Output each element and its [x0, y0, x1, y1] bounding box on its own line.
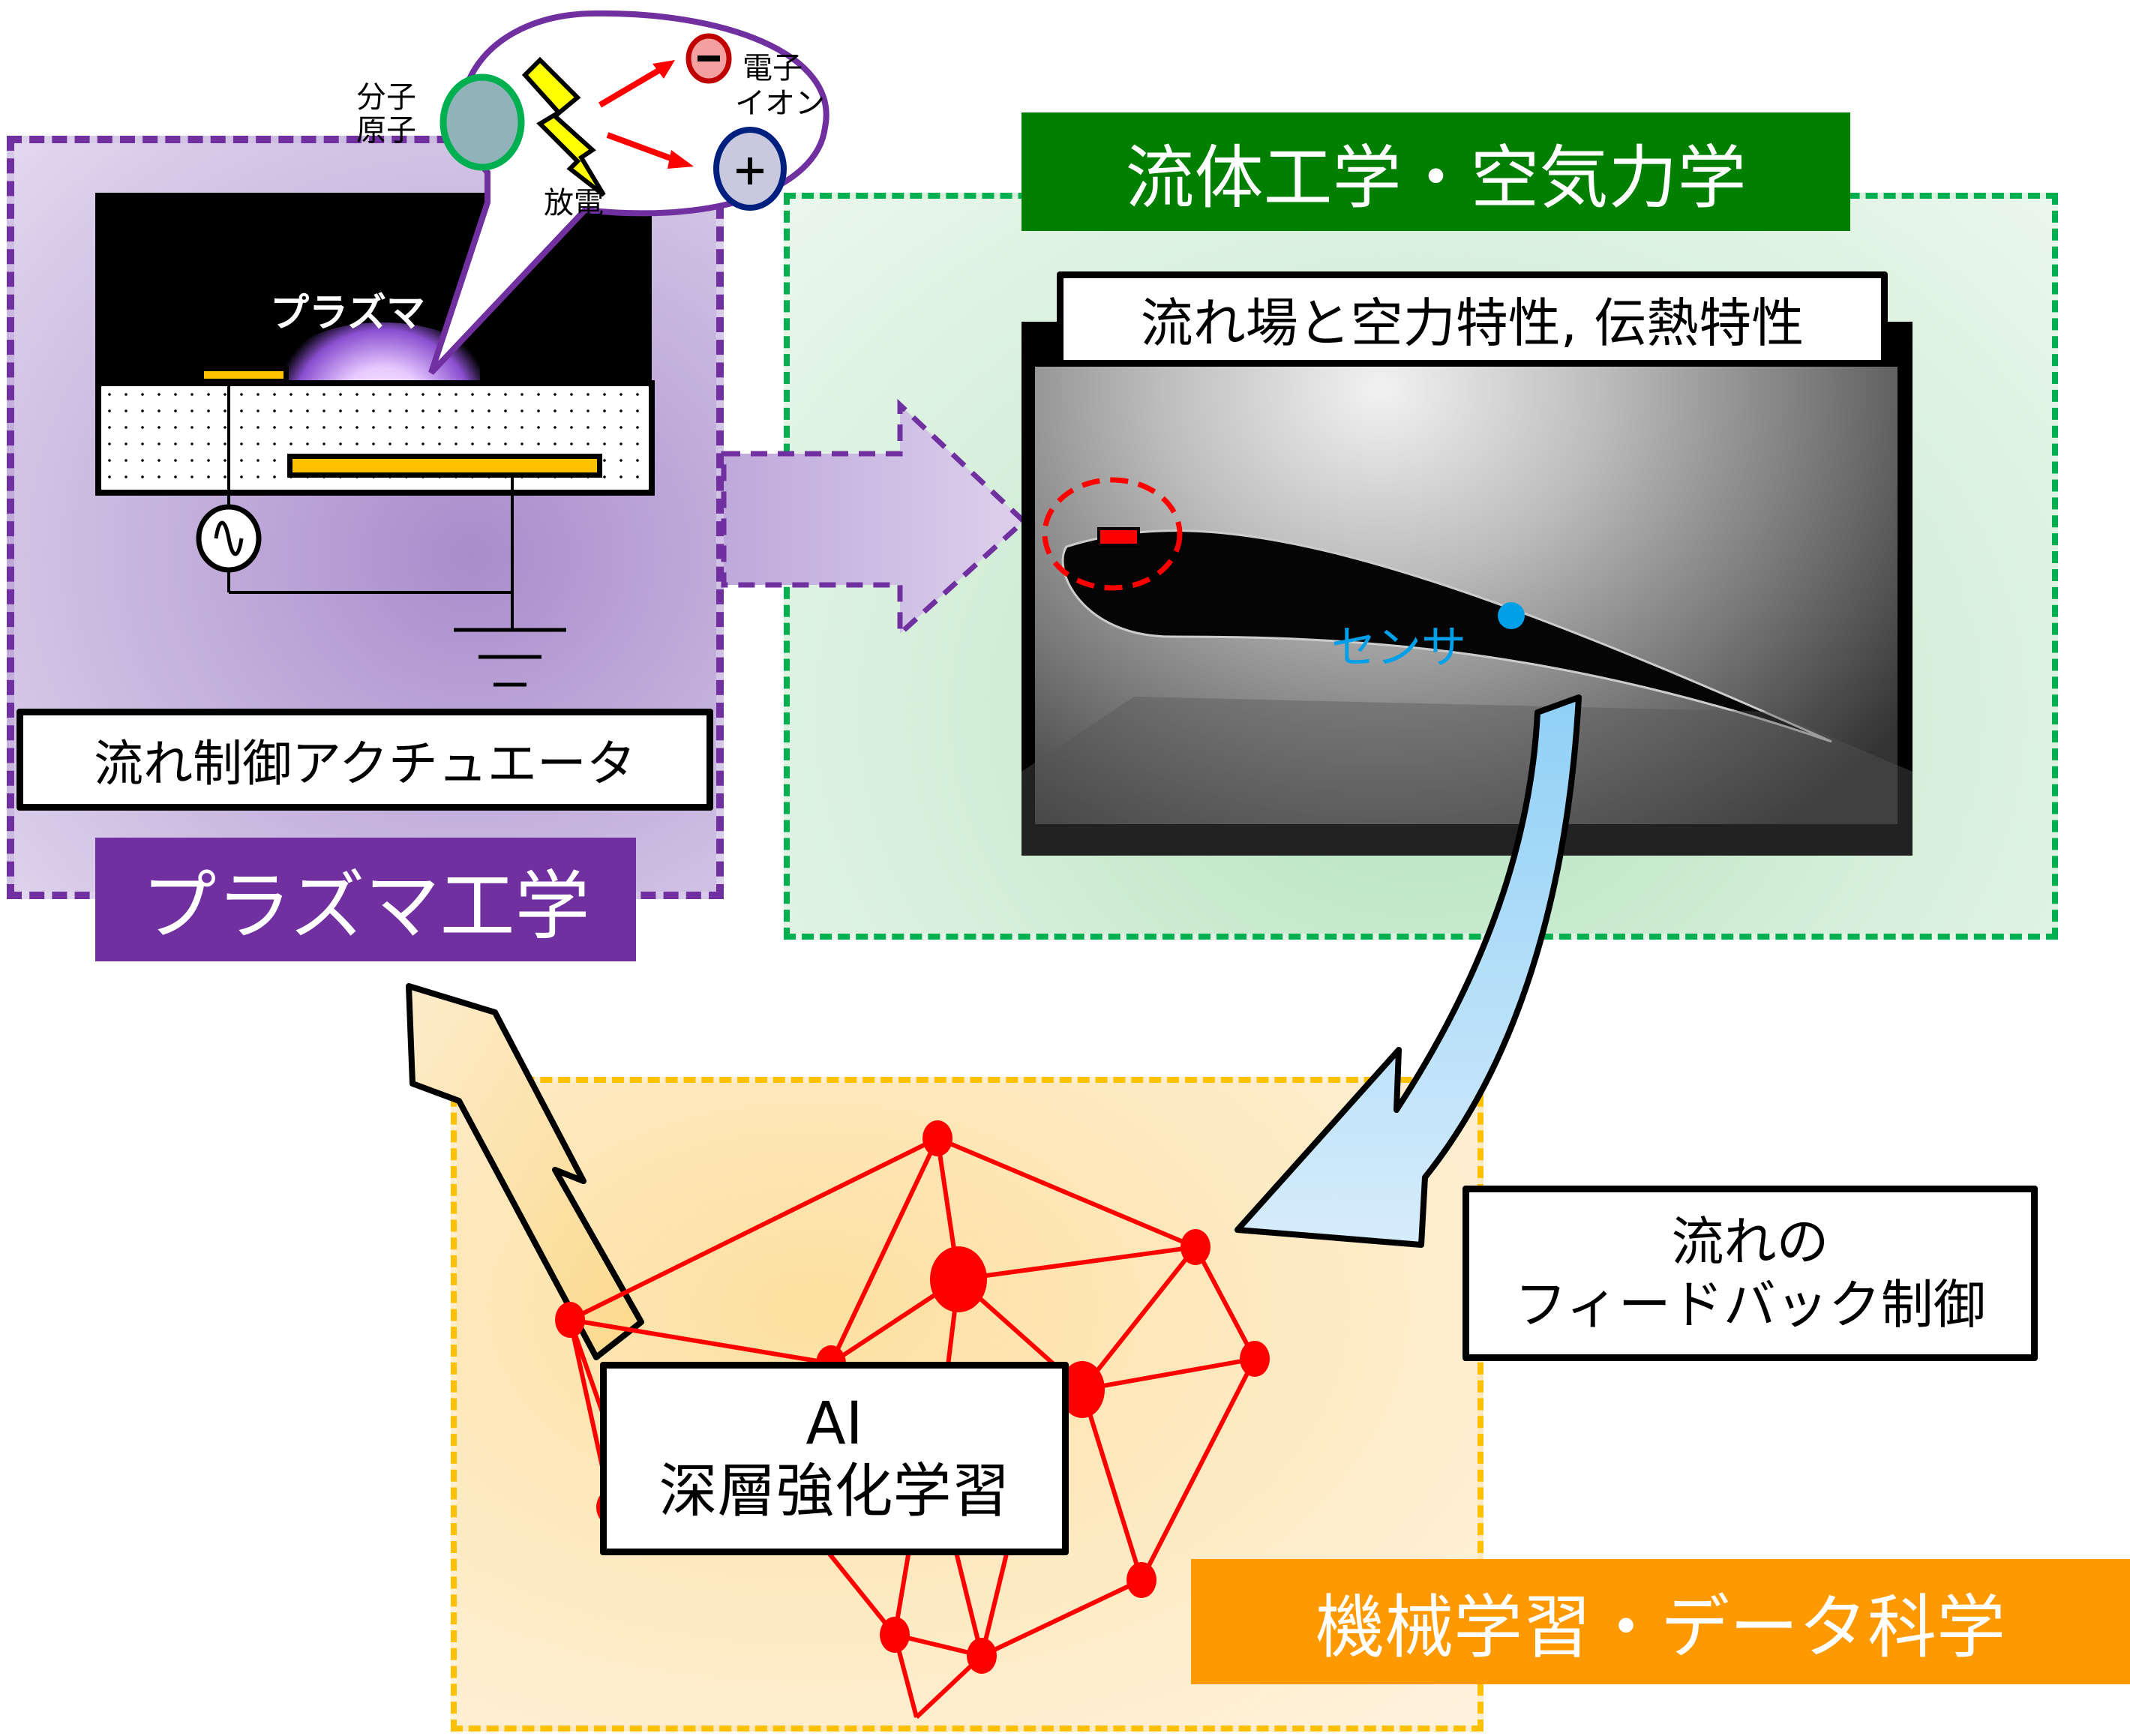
- actuator-location-mark: [1097, 527, 1140, 547]
- ion-label: イオン: [735, 86, 825, 121]
- discharge-label: 放電: [544, 186, 604, 220]
- nn-node: [930, 1246, 987, 1312]
- ai-label-line2: 深層強化学習: [658, 1458, 1010, 1525]
- molecule-label-line1: 分子: [356, 80, 416, 115]
- nn-node: [880, 1617, 910, 1653]
- buried-electrode: [287, 454, 602, 478]
- flow-field-photo: [1022, 322, 1912, 856]
- ai-label-line1: AI: [806, 1390, 863, 1459]
- nn-node: [1060, 1361, 1105, 1418]
- nn-node: [967, 1638, 997, 1674]
- plasma-arrow-shape: [721, 398, 1028, 640]
- actuator-location-circle: [1042, 477, 1183, 591]
- sensor-dot: [1498, 602, 1525, 629]
- molecule-label-line2: 原子: [356, 113, 416, 148]
- feedback-label-line1: 流れの: [1671, 1211, 1829, 1273]
- machine-learning-title: 機械学習・データ科学: [1191, 1559, 2130, 1684]
- exposed-electrode: [199, 366, 289, 384]
- nn-node: [1126, 1562, 1156, 1598]
- feedback-control-label: 流れの フィードバック制御: [1462, 1186, 2038, 1361]
- ai-label: AI 深層強化学習: [600, 1362, 1069, 1555]
- plasma-label: プラズマ: [270, 291, 425, 336]
- lightning-icon: [521, 56, 606, 197]
- feedback-label-line2: フィードバック制御: [1514, 1274, 1986, 1336]
- actuator-label: 流れ制御アクチュエータ: [16, 709, 713, 811]
- molecule-label: 分子 原子: [356, 81, 416, 147]
- nn-node: [1180, 1229, 1210, 1265]
- molecule-icon: [440, 73, 525, 171]
- flow-field-label: 流れ場と空力特性, 伝熱特性: [1057, 271, 1888, 367]
- sensor-label: センサ: [1331, 622, 1466, 674]
- nn-node: [555, 1302, 585, 1338]
- nn-node: [1240, 1341, 1270, 1377]
- ground-icon: [454, 628, 566, 687]
- nn-node: [922, 1120, 952, 1156]
- airfoil-shape: [1022, 529, 1912, 856]
- fluid-engineering-title: 流体工学・空気力学: [1022, 112, 1850, 231]
- electron-label: 電子: [742, 51, 802, 85]
- plasma-engineering-title: プラズマ工学: [95, 838, 636, 961]
